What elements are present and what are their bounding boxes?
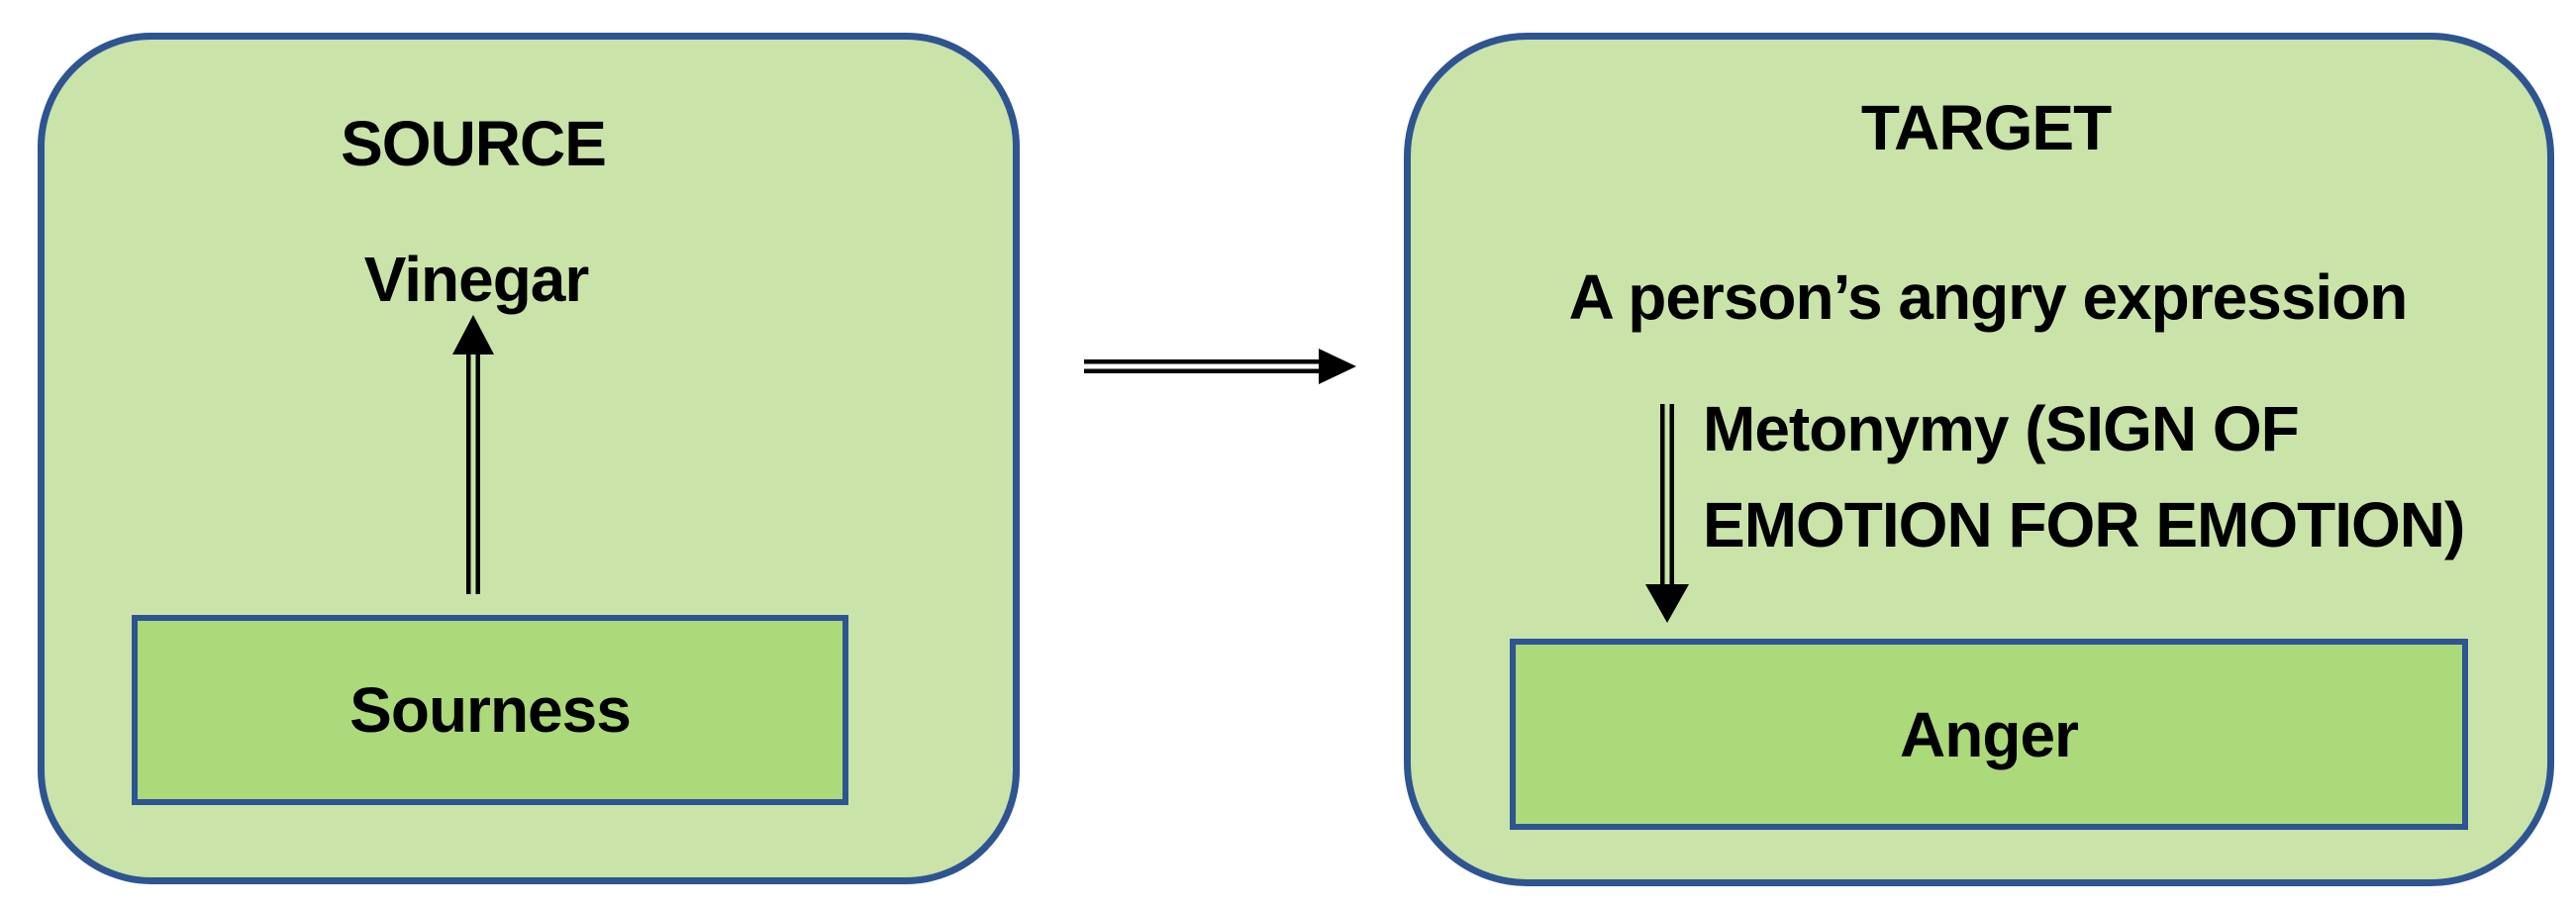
source-attribute-label: Sourness — [349, 674, 632, 746]
target-attribute-box: Anger — [1510, 639, 2468, 830]
target-attribute-label: Anger — [1900, 698, 2079, 770]
source-attribute-box: Sourness — [132, 615, 848, 805]
metonymy-arrow-label-line1: Metonymy (SIGN OF — [1703, 393, 2300, 464]
target-panel-title: TARGET — [1860, 92, 2112, 163]
target-item-label: A person’s angry expression — [1568, 261, 2409, 333]
source-panel-title: SOURCE — [341, 108, 607, 179]
metonymy-arrow-label: Metonymy (SIGN OF EMOTION FOR EMOTION) — [1703, 381, 2465, 573]
mapping-arrow-icon — [1084, 349, 1356, 384]
source-item-label: Vinegar — [363, 244, 590, 315]
down-arrow-icon — [1645, 404, 1689, 623]
up-arrow-icon — [452, 315, 494, 594]
metonymy-arrow-label-line2: EMOTION FOR EMOTION) — [1703, 489, 2465, 560]
